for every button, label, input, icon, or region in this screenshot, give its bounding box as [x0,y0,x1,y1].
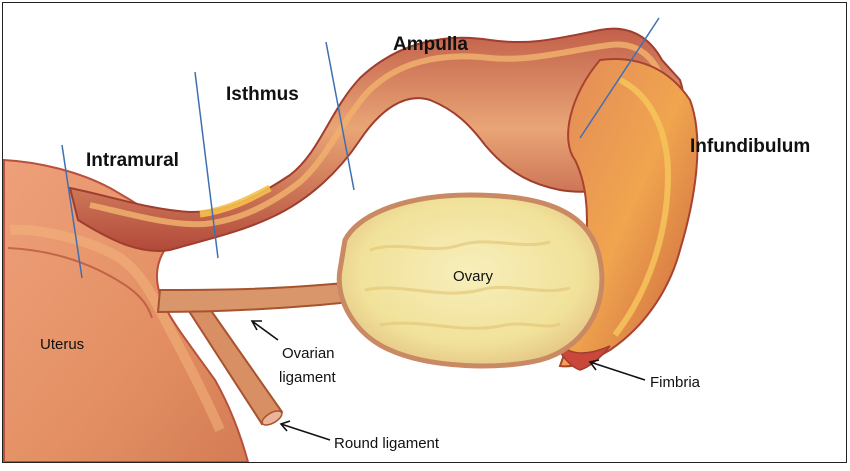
label-isthmus: Isthmus [226,84,299,105]
uterus-inner-band [9,224,225,433]
arrow-fimbria [588,359,646,381]
label-ovarian-ligament-line1: Ovarian [282,345,335,362]
round-ligament-end [261,410,283,426]
divider-line-infundibulum [579,17,660,139]
label-infundibulum: Infundibulum [690,136,810,157]
label-ovary: Ovary [453,268,494,285]
fimbria-shape [551,339,611,371]
label-intramural: Intramural [86,150,179,171]
arrow-ovarian-ligament [250,320,279,341]
divider-line-ampulla [325,41,355,191]
label-round-ligament: Round ligament [334,435,440,452]
ovarian-ligament-shape [156,280,353,314]
label-fimbria: Fimbria [650,374,701,391]
arrow-round-ligament [279,420,331,441]
divider-line-isthmus [194,71,219,259]
uterus-cavity-line [7,247,153,319]
ovary-texture [364,240,571,330]
divider-line-intramural [61,144,83,279]
tube-inner-stripe [89,41,663,228]
label-ampulla: Ampulla [393,34,468,55]
label-ovarian-ligament-line2: ligament [279,369,337,386]
tube-highlight [199,184,272,218]
label-uterus: Uterus [40,336,84,353]
infundibulum-stripe [612,77,672,337]
